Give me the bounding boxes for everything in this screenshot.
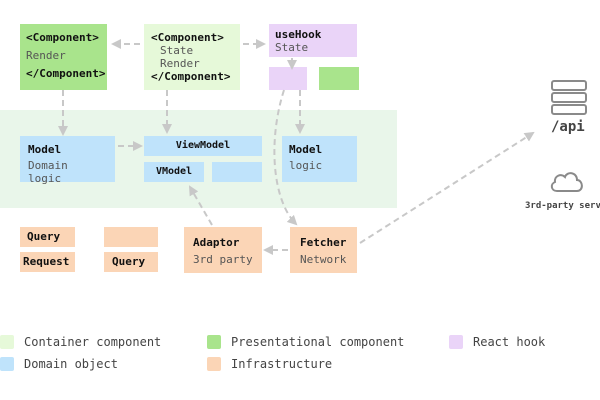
model-logic-box: Model logic <box>282 136 357 182</box>
query-box: Query <box>20 227 75 247</box>
legend-infrastructure: Infrastructure <box>207 357 332 371</box>
component-close-tag: </Component> <box>26 67 106 80</box>
component-state-label: State <box>160 44 194 57</box>
model-domain-logic-box: Model Domain logic <box>20 136 115 185</box>
cloud-icon <box>550 172 583 192</box>
hook-placeholder-box <box>269 67 307 90</box>
vmodel-placeholder-box <box>212 162 262 182</box>
query-box: Query <box>104 252 158 272</box>
use-hook-state-label: State <box>275 41 309 54</box>
model-logic-label: logic <box>289 159 323 172</box>
render-component-box: <Component> Render </Component> <box>20 24 107 90</box>
use-hook-box: useHook State <box>269 24 357 57</box>
infrastructure-placeholder-box <box>104 227 158 247</box>
vmodel-box: VModel <box>144 162 204 182</box>
vmodel-title: VModel <box>155 166 193 177</box>
legend-container-component: Container component <box>0 335 161 349</box>
component-render-label: Render <box>26 49 66 62</box>
adaptor-title: Adaptor <box>193 236 240 249</box>
legend-swatch <box>207 335 221 349</box>
legend-label: Domain object <box>24 357 118 371</box>
fetcher-box: Fetcher Network <box>290 227 357 273</box>
viewmodel-title: ViewModel <box>175 140 231 151</box>
request-box: Request <box>20 252 75 272</box>
viewmodel-box: ViewModel <box>144 136 262 156</box>
legend-swatch <box>207 357 221 371</box>
legend-domain-object: Domain object <box>0 357 118 371</box>
third-party-service-label: 3rd-party serv <box>525 201 600 211</box>
api-label: /api <box>551 119 585 135</box>
component-open-tag: <Component> <box>26 31 99 44</box>
legend-swatch <box>0 335 14 349</box>
model-title: Model <box>289 143 323 156</box>
arrow-hook-to-fetcher <box>273 89 298 226</box>
component-close-tag: </Component> <box>151 70 231 83</box>
request-label: Request <box>23 255 70 268</box>
fetcher-network-label: Network <box>300 253 347 266</box>
legend-swatch <box>449 335 463 349</box>
server-icon <box>551 80 587 115</box>
component-open-tag: <Component> <box>151 31 224 44</box>
legend-label: Infrastructure <box>231 357 333 371</box>
use-hook-title: useHook <box>275 28 322 41</box>
legend-react-hook: React hook <box>449 335 545 349</box>
arrow-adaptor-to-vmodel <box>188 185 213 226</box>
legend-swatch <box>0 357 14 371</box>
model-domain-logic-label: Domain logic <box>28 159 68 185</box>
legend-label: React hook <box>473 335 546 349</box>
component-render-label: Render <box>160 57 200 70</box>
state-component-box: <Component> State Render </Component> <box>144 24 240 90</box>
legend-label: Container component <box>24 335 162 349</box>
legend-label: Presentational component <box>231 335 405 349</box>
adaptor-3rd-party-label: 3rd party <box>193 253 253 266</box>
fetcher-title: Fetcher <box>300 236 347 249</box>
query-label: Query <box>112 255 146 268</box>
query-label: Query <box>27 230 61 243</box>
model-title: Model <box>28 143 62 156</box>
arrow-fetcher-to-api <box>359 131 535 244</box>
legend-presentational-component: Presentational component <box>207 335 404 349</box>
adaptor-box: Adaptor 3rd party <box>184 227 262 273</box>
presentational-placeholder-box <box>319 67 359 90</box>
